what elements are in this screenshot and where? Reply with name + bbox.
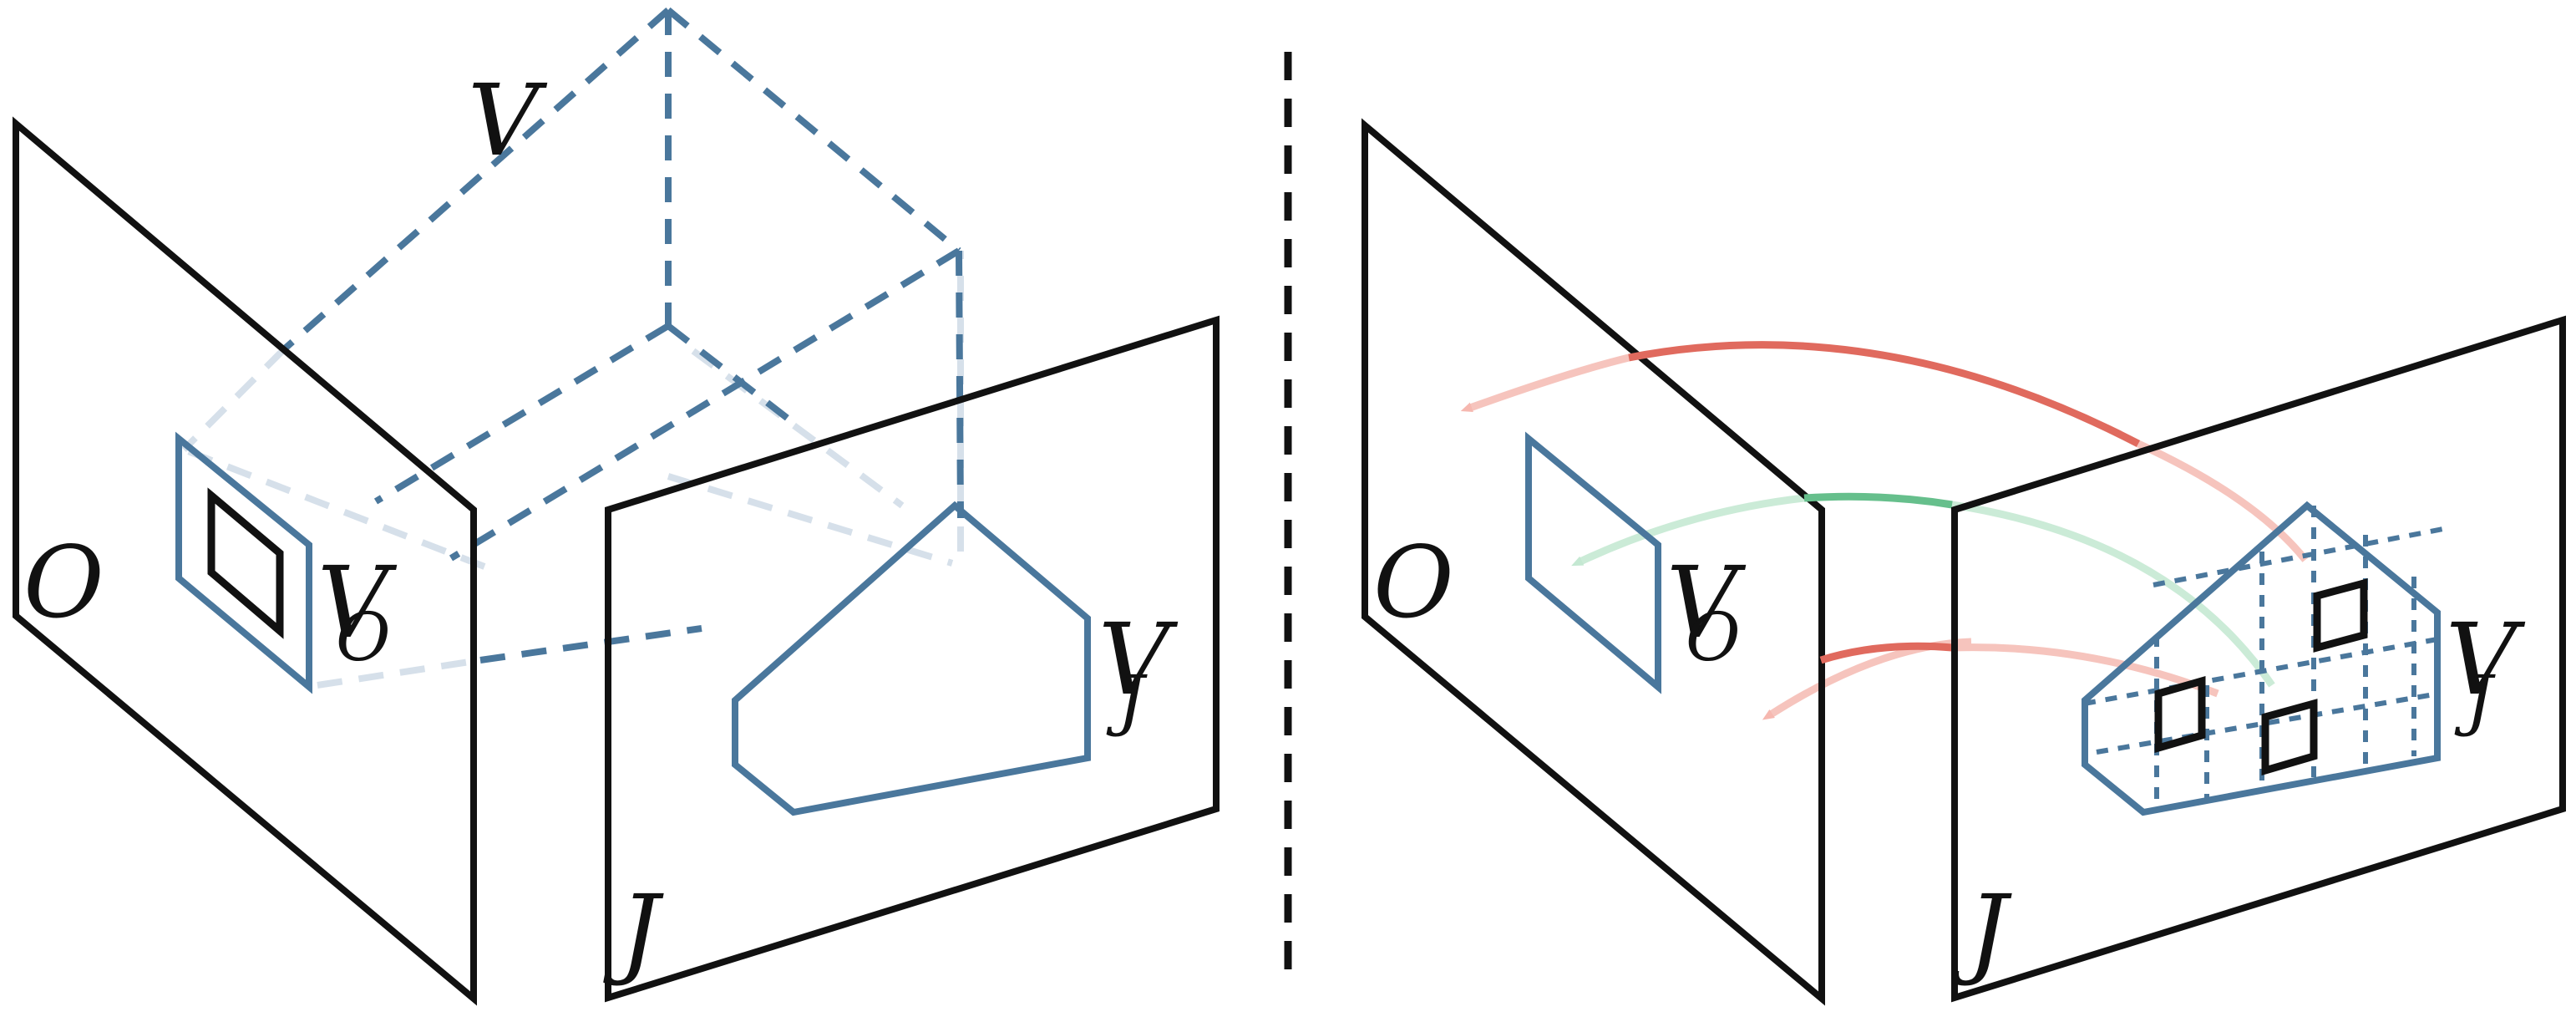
object-plane-o-right <box>1362 118 1825 1006</box>
object-label-o: O <box>23 525 104 640</box>
volume-v-hidden-edges <box>181 251 964 689</box>
image-volume-vj-region <box>732 501 1091 816</box>
image-plane-j <box>605 315 1220 1003</box>
object-volume-vo-region-right <box>1525 431 1661 694</box>
object-volume-label-vo: V O <box>317 545 398 676</box>
volume-v-dashed-edges <box>281 7 964 664</box>
green-arrow-tail <box>1571 494 1805 567</box>
svg-text:V: V <box>1666 545 1747 660</box>
image-label-j-right: J <box>1951 873 2012 989</box>
image-plane-j-right <box>1951 315 2566 1003</box>
image-volume-vj-region-right <box>2082 501 2441 816</box>
image-volume-label-vj: V J <box>1098 602 1179 739</box>
image-element-square-1 <box>2154 676 2206 753</box>
image-element-square-2 <box>2261 699 2318 776</box>
object-volume-label-vo-right: V O <box>1666 545 1747 676</box>
image-element-square-3 <box>2313 578 2368 653</box>
object-volume-vo-region <box>175 431 312 694</box>
volume-label-v: V <box>468 63 548 178</box>
arrow-strong-segments <box>1628 341 2141 664</box>
red-arrow-top-tail <box>1460 353 1630 412</box>
image-label-j: J <box>603 873 664 989</box>
red-arrow-bottom-strong <box>1819 642 1953 664</box>
svg-text:O: O <box>336 598 391 676</box>
object-plane-o <box>13 116 477 1006</box>
image-volume-label-vj-right: V J <box>2446 602 2526 739</box>
green-arrow-strong <box>1803 492 1953 509</box>
red-arrow-top-strong <box>1628 341 2141 447</box>
arrow-faint-segments <box>1460 353 2309 720</box>
object-element-square <box>207 487 284 639</box>
left-panel: V O V O V J J <box>13 7 1220 1006</box>
svg-text:V: V <box>317 545 398 660</box>
svg-text:V: V <box>2446 602 2526 717</box>
svg-text:V: V <box>1098 602 1179 717</box>
svg-text:O: O <box>1686 598 1741 676</box>
object-label-o-right: O <box>1373 525 1454 640</box>
right-panel: O V O V J J <box>1362 118 2566 1006</box>
